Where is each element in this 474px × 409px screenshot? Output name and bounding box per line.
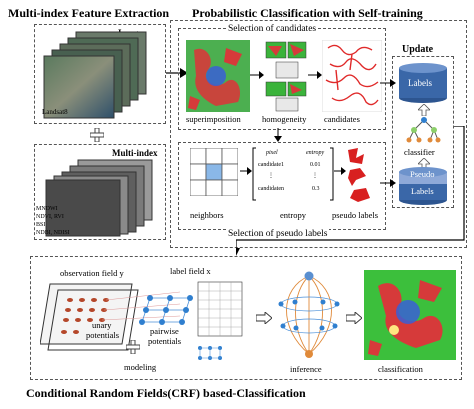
entropy-bracket [252, 147, 334, 201]
update-box [392, 56, 454, 208]
arrow-a-to-b [166, 68, 188, 78]
arrow-cand-to-db [380, 79, 396, 87]
panel-a-title: Multi-index Feature Extraction [8, 6, 170, 20]
pseudo-labels-label: pseudo labels [332, 210, 379, 220]
pseudo-db-text-2: Labels [411, 186, 434, 196]
pseudo-db-icon [399, 167, 447, 205]
inference-graph [278, 271, 340, 358]
modeling-label: modeling [124, 362, 157, 372]
table-vdots: ⋮ [268, 173, 274, 179]
pairwise-potentials-label: potentials [148, 336, 182, 346]
plus-icon-crf [125, 339, 141, 355]
images-box [34, 24, 166, 124]
table-row2-name: candidaten [258, 186, 284, 192]
pseudo-db-text: Pseudo [410, 169, 435, 179]
neighbors-label: neighbors [190, 210, 224, 220]
arrow-inference-class [346, 312, 362, 324]
plus-icon [89, 127, 105, 143]
arrow-entropy-pseudo [334, 167, 346, 175]
connector-update-crf [236, 126, 465, 256]
multiindex-box [34, 144, 166, 240]
entropy-label: entropy [280, 210, 306, 220]
obs-field-label: observation field y [60, 268, 124, 278]
superimposition-label: superimposition [186, 114, 241, 124]
homogeneity-blocks [265, 41, 307, 112]
classification-map [364, 270, 456, 360]
landsat-stack [43, 31, 147, 119]
unary-label: unary [92, 320, 112, 330]
selection-pseudo-label: Selection of pseudo labels [226, 229, 330, 239]
panel-b-title: Probabilistic Classification with Self-t… [192, 6, 423, 20]
landsat-label: Landsat8 [42, 108, 68, 116]
pseudo-labels-map [348, 148, 370, 202]
table-row2-val: 0.3 [312, 186, 320, 192]
crf-box [30, 256, 462, 380]
candidates-map [322, 40, 382, 112]
arrow-super-homo [250, 71, 264, 79]
pairwise-label: pairwise [150, 326, 179, 336]
table-vdots-2: ⋮ [312, 173, 318, 179]
classifier-tree-icon [406, 117, 441, 143]
labels-db-text: Labels [408, 78, 432, 88]
selection-candidates-label: Selection of candidates [226, 24, 319, 34]
superimposition-map [186, 40, 250, 112]
multiindex-label: Multi-index [112, 148, 158, 158]
crf-modeling-diagram [40, 281, 243, 360]
arrow-neigh-entropy [240, 167, 252, 175]
arrow-pseudo-to-db [380, 179, 396, 187]
panel-b-box [170, 20, 467, 248]
candidates-label: candidates [324, 114, 360, 124]
arrow-model-inference [256, 312, 272, 324]
index-ndvi: NDVI, RVI [36, 214, 64, 220]
multiindex-stack [45, 159, 153, 237]
unary-potentials-label: potentials [86, 330, 120, 340]
inference-label: inference [290, 364, 322, 374]
arrow-labels-classifier [418, 104, 430, 116]
classification-label: classification [378, 364, 423, 374]
homogeneity-label: homogeneity [262, 114, 307, 124]
classifier-label: classifier [404, 147, 435, 157]
arrow-homo-cand [308, 71, 322, 79]
neighbors-grid [190, 148, 238, 196]
bottom-title: Conditional Random Fields(CRF) based-Cla… [26, 386, 306, 400]
labels-db-icon [399, 63, 447, 103]
arrow-cand-pseudo [274, 128, 282, 142]
table-head-entropy: entropy [306, 150, 325, 156]
table-row1-val: 0.01 [310, 162, 321, 168]
index-bsi: BSI [36, 222, 46, 228]
table-row1-name: candidate1 [258, 162, 284, 168]
index-mndwi: MNDWI [36, 206, 58, 212]
table-head-pixel: pixel [266, 150, 278, 156]
index-ndbi: NDBI, NDISI [36, 230, 70, 236]
arrow-pseudo-classifier [418, 158, 430, 170]
label-field-label: label field x [170, 266, 211, 276]
update-label: Update [402, 44, 434, 55]
